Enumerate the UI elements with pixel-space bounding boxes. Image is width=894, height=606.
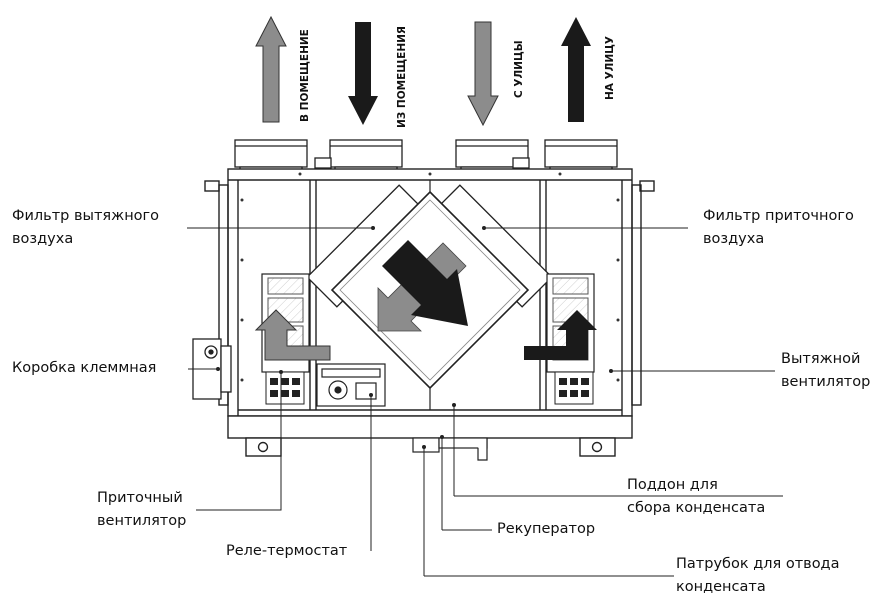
supply-fan [254, 273, 331, 405]
label-thermostat-relay: Реле-термостат [226, 543, 348, 559]
flow-arrows: В ПОМЕЩЕНИЕ ИЗ ПОМЕЩЕНИЯ С УЛИЦЫ НА УЛИЦ… [255, 15, 616, 128]
from-room-arrow [348, 22, 378, 125]
spigot-to-street [544, 139, 618, 171]
duct-spigots [234, 139, 618, 171]
spigot-from-room [329, 139, 403, 171]
exhaust-core-arrow [382, 240, 468, 326]
flow-label-to-room: В ПОМЕЩЕНИЕ [299, 29, 311, 122]
leader-lines [187, 227, 783, 577]
condensate-drain-pipe [412, 437, 488, 461]
to-room-arrow [255, 15, 287, 123]
supply-fan-arrow [254, 309, 331, 361]
spigot-to-room [234, 139, 308, 171]
exhaust-fan [524, 273, 597, 405]
label-recuperator: Рекуператор [497, 521, 596, 537]
recuperator [306, 180, 553, 410]
flow-label-from-street: С УЛИЦЫ [513, 40, 525, 98]
flow-label-to-street: НА УЛИЦУ [604, 36, 616, 100]
flow-label-from-room: ИЗ ПОМЕЩЕНИЯ [396, 26, 408, 128]
from-street-arrow [467, 21, 499, 127]
exhaust-fan-arrow [524, 310, 597, 360]
to-street-arrow [561, 17, 591, 122]
thermostat-relay [316, 363, 386, 407]
rivets [240, 172, 620, 382]
label-terminal-box: Коробка клеммная [12, 360, 157, 376]
